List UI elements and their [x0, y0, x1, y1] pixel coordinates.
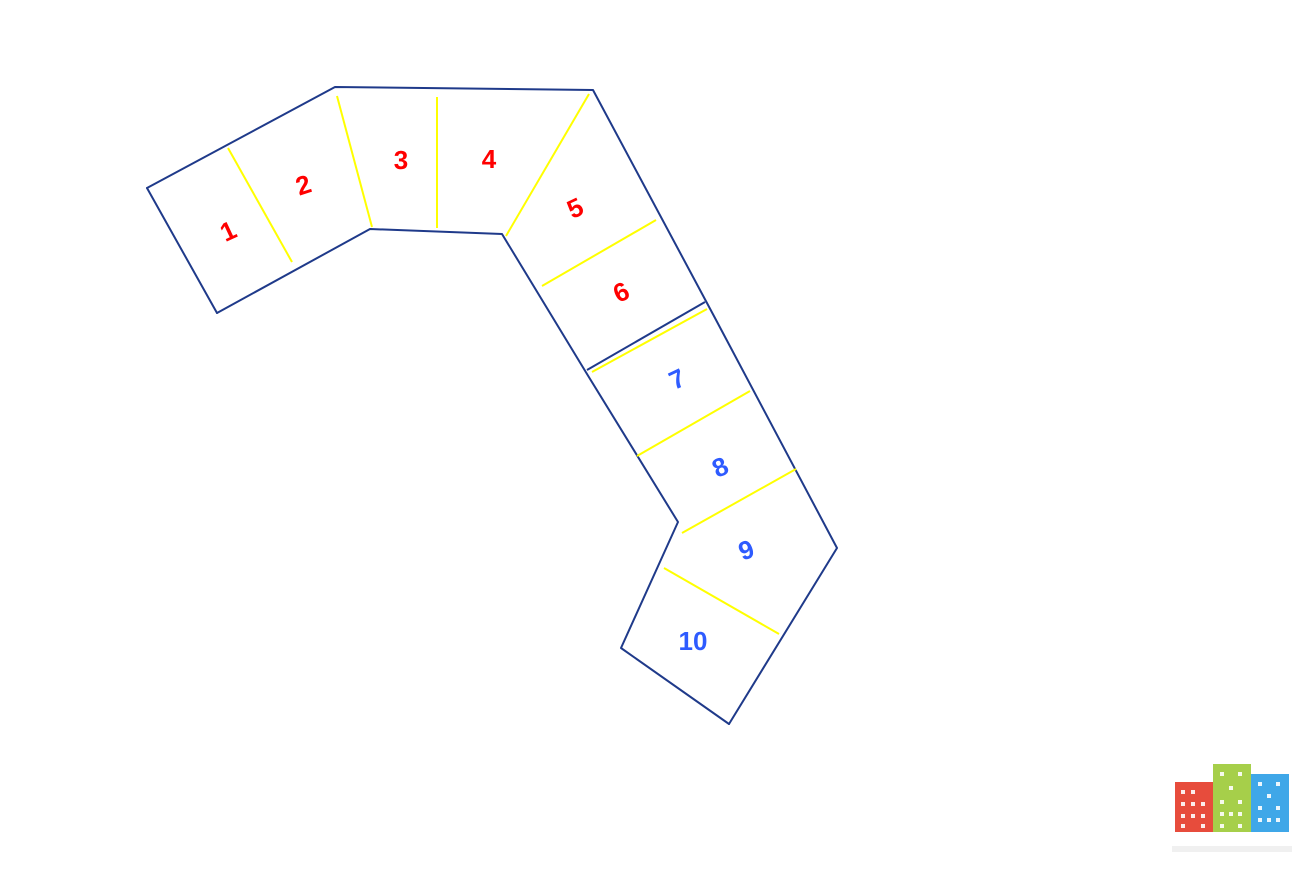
unit-label-7: 7	[664, 362, 690, 395]
divider-9-10	[663, 567, 780, 635]
divider-8-9	[681, 468, 797, 534]
divider-5-6	[541, 219, 657, 287]
unit-dividers	[227, 93, 797, 635]
unit-label-2: 2	[292, 168, 315, 201]
building-logo-icon	[1172, 764, 1292, 852]
outline-wing-left	[146, 187, 218, 314]
unit-label-1: 1	[215, 214, 241, 247]
outline-wing-top	[146, 86, 838, 725]
unit-labels: 1 2 3 4 5 6 7 8 9 10	[215, 144, 758, 656]
unit-label-5: 5	[562, 191, 588, 224]
unit-label-8: 8	[707, 450, 733, 483]
divider-7-8	[636, 390, 751, 457]
divider-6-7	[591, 308, 708, 373]
unit-label-10: 10	[679, 626, 708, 656]
unit-label-4: 4	[482, 144, 497, 174]
divider-1-2	[227, 147, 293, 263]
divider-2-3	[336, 95, 373, 228]
divider-6-7-dark	[586, 301, 706, 371]
divider-4-5	[505, 93, 590, 237]
unit-label-9: 9	[734, 533, 758, 566]
unit-label-6: 6	[608, 275, 634, 308]
outline-inner-edge	[216, 228, 730, 725]
unit-label-3: 3	[394, 145, 408, 175]
building-outline	[146, 86, 838, 725]
